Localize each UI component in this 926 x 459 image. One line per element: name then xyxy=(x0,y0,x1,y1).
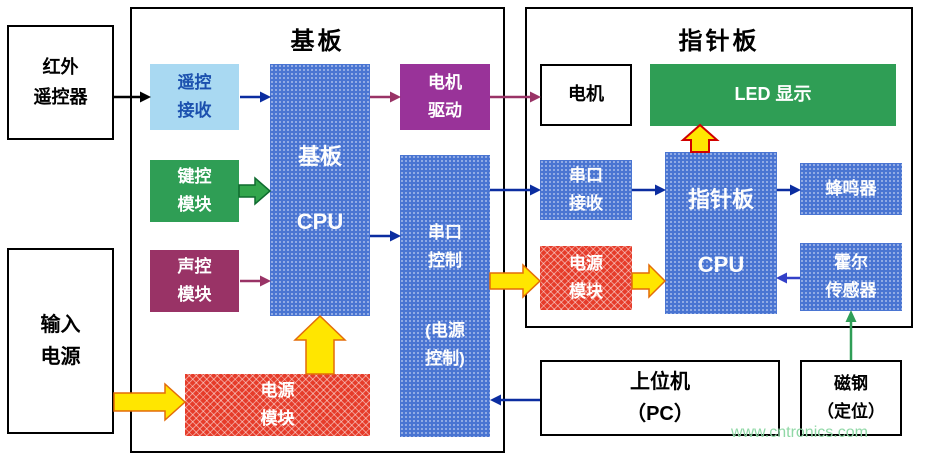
power-module-pointer-label-1: 电源 xyxy=(569,253,603,273)
power-module-base-label-1: 电源 xyxy=(260,380,295,400)
host-pc-box: 上位机 （PC） xyxy=(540,360,780,436)
input-power-box: 输入 电源 xyxy=(7,248,114,434)
key-module-label-2: 模块 xyxy=(177,195,212,214)
input-power-label-2: 电源 xyxy=(40,346,81,368)
base-cpu-box: 基板 CPU xyxy=(270,64,370,316)
base-cpu-label-2: CPU xyxy=(296,209,344,234)
serial-control-box: 串口 控制 (电源 控制) xyxy=(400,155,490,437)
voice-module-label-1: 声控 xyxy=(177,256,212,276)
ir-remote-label-2: 遥控器 xyxy=(33,86,88,107)
voice-module-label-2: 模块 xyxy=(177,285,212,304)
serial-control-label-3: (电源 xyxy=(425,321,465,340)
buzzer-box: 蜂鸣器 xyxy=(800,163,902,215)
ir-remote-label-1: 红外 xyxy=(42,56,79,77)
serial-receive-label-1: 串口 xyxy=(569,165,603,185)
voice-module-box: 声控 模块 xyxy=(150,250,239,312)
ir-remote-box: 红外 遥控器 xyxy=(7,25,114,140)
power-module-base-label-2: 模块 xyxy=(260,409,295,428)
power-module-pointer-box: 电源 模块 xyxy=(540,246,632,310)
magnet-label-1: 磁钢 xyxy=(834,373,868,393)
key-module-box: 键控 模块 xyxy=(150,160,239,222)
hall-sensor-label-1: 霍尔 xyxy=(834,252,868,272)
motor-label: 电机 xyxy=(568,84,604,105)
buzzer-label: 蜂鸣器 xyxy=(825,178,877,198)
input-power-label-1: 输入 xyxy=(40,314,81,336)
led-display-box: LED 显示 xyxy=(650,64,896,126)
remote-receive-box: 遥控 接收 xyxy=(150,64,239,130)
remote-receive-label-1: 遥控 xyxy=(177,72,212,92)
pointer-cpu-label-1: 指针板 xyxy=(687,187,754,213)
motor-drive-box: 电机 驱动 xyxy=(400,64,490,130)
watermark: www.cntronics.com xyxy=(731,424,868,441)
serial-receive-box: 串口 接收 xyxy=(540,160,632,220)
pointer-cpu-box: 指针板 CPU xyxy=(665,152,777,314)
base-board-title: 基板 xyxy=(290,28,345,55)
magnet-label-2: （定位） xyxy=(817,402,885,421)
led-display-label: LED 显示 xyxy=(734,84,812,105)
motor-drive-label-2: 驱动 xyxy=(428,101,462,120)
host-pc-label-1: 上位机 xyxy=(630,371,690,393)
key-module-label-1: 键控 xyxy=(177,166,212,186)
pointer-cpu-label-2: CPU xyxy=(697,252,745,277)
host-pc-label-2: （PC） xyxy=(626,403,694,425)
serial-control-label-4: 控制) xyxy=(425,349,465,369)
base-cpu-label-1: 基板 xyxy=(297,144,342,170)
power-module-base-box: 电源 模块 xyxy=(185,374,370,436)
power-module-pointer-label-2: 模块 xyxy=(569,282,603,301)
motor-drive-label-1: 电机 xyxy=(428,72,462,92)
motor-box: 电机 xyxy=(540,64,632,126)
remote-receive-label-2: 接收 xyxy=(177,101,212,120)
serial-control-label-2: 控制 xyxy=(428,250,462,270)
pointer-board-title: 指针板 xyxy=(678,28,760,55)
hall-sensor-label-2: 传感器 xyxy=(825,281,877,300)
serial-control-label-1: 串口 xyxy=(428,222,462,242)
serial-receive-label-2: 接收 xyxy=(569,194,603,213)
hall-sensor-box: 霍尔 传感器 xyxy=(800,243,902,311)
magnet-box: 磁钢 （定位） xyxy=(800,360,902,436)
